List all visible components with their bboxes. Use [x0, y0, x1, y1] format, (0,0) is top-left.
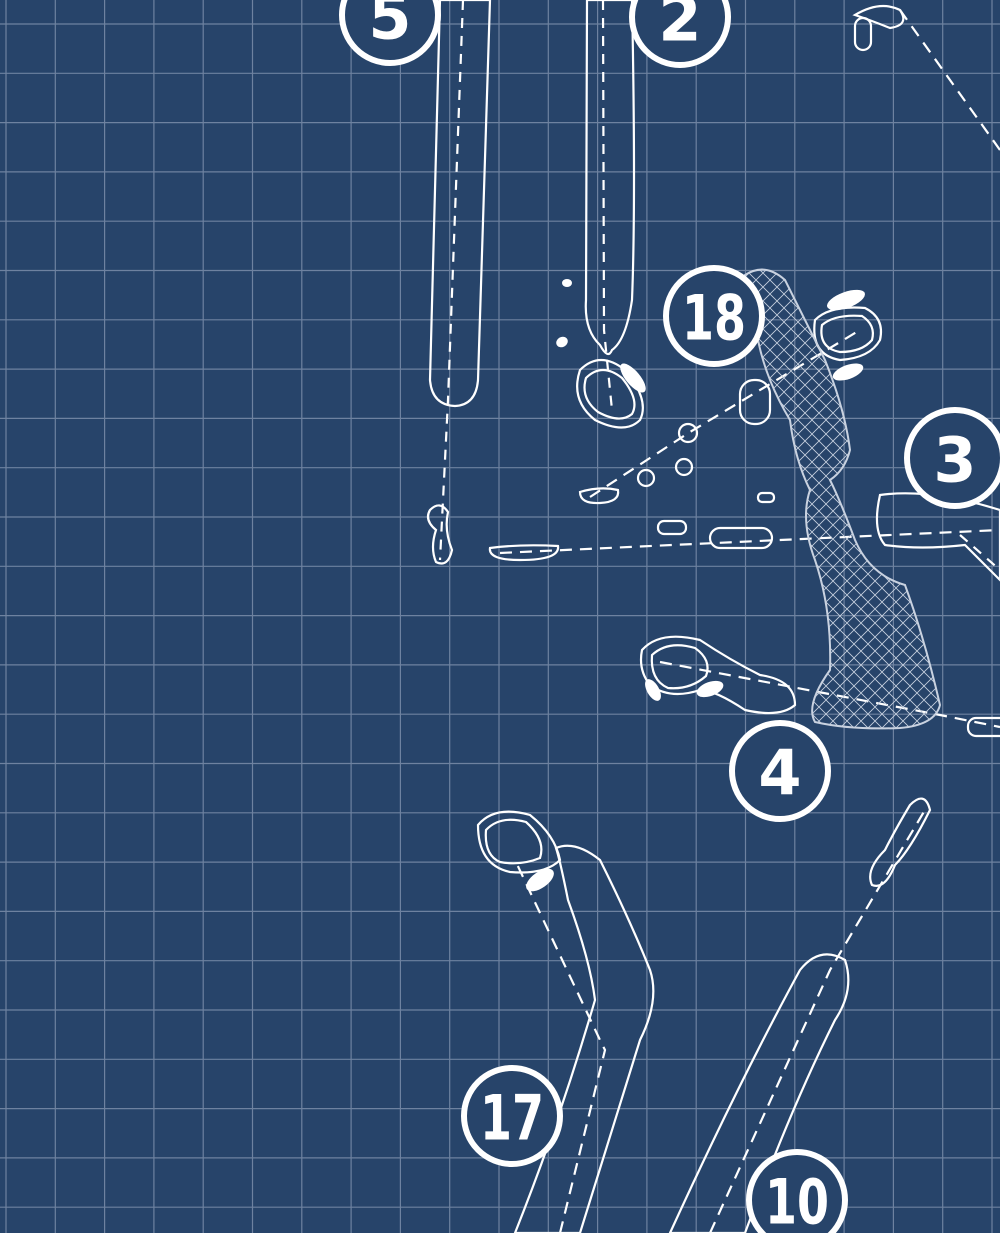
- fairway-hole-5: [428, 0, 492, 408]
- tee-hole-10: [869, 797, 932, 887]
- hole-marker-2: 2: [629, 0, 731, 68]
- hole-number: 5: [368, 0, 411, 54]
- hole-marker-5: 5: [339, 0, 441, 66]
- hole-marker-4: 4: [729, 720, 831, 822]
- fairway-hole-10: [668, 953, 850, 1233]
- hole-number: 10: [765, 1166, 829, 1233]
- hole-number: 17: [480, 1082, 544, 1155]
- hole-number: 2: [658, 0, 701, 56]
- green-hole-2: [576, 358, 644, 429]
- bunkers: [526, 279, 865, 892]
- hole-number: 18: [682, 282, 746, 355]
- hole-marker-17: 17: [461, 1065, 563, 1167]
- hole-marker-18: 18: [663, 265, 765, 367]
- water-hazard: [743, 268, 942, 730]
- fairway-hole-2: [584, 0, 636, 356]
- hole-marker-3: 3: [904, 407, 1000, 509]
- hole-number: 3: [933, 424, 976, 497]
- tee-hole-3: [875, 492, 1000, 582]
- green-hole-17: [476, 810, 562, 874]
- hole-marker-10: 10: [746, 1149, 848, 1233]
- hole-number: 4: [758, 737, 801, 810]
- tee-hole-5: [426, 504, 454, 565]
